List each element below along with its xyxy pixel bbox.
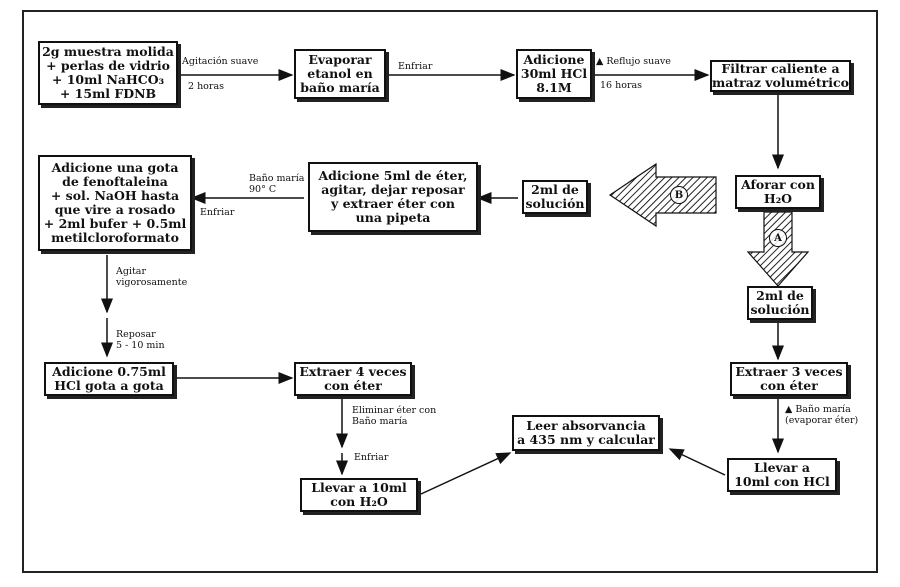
label-reposar: Reposar 5 - 10 min xyxy=(116,329,165,351)
box-extraer-4: Extraer 4 veces con éter xyxy=(294,362,412,396)
box-fenoftaleina: Adicione una gota de fenoftaleina + sol.… xyxy=(38,155,192,251)
label-reflujo: ▲ Reflujo suave xyxy=(596,56,671,67)
label-bano-90: Baño maría 90° C xyxy=(249,173,305,195)
label-enfriar-low: Enfriar xyxy=(354,452,389,463)
hatched-arrow-b xyxy=(608,162,717,228)
box-llevar-10ml-h2o: Llevar a 10ml con H₂O xyxy=(300,478,418,512)
box-llevar-10ml-hcl: Llevar a 10ml con HCl xyxy=(727,458,837,492)
box-filtrar: Filtrar caliente a matraz volumétrico xyxy=(710,60,851,92)
hatched-arrow-a xyxy=(746,211,810,287)
marker-a: A xyxy=(769,229,787,247)
label-agitar: Agitar vigorosamente xyxy=(116,266,188,288)
box-2ml-solucion-a: 2ml de solución xyxy=(747,286,813,320)
diagram-frame xyxy=(22,10,878,573)
label-bano-evaporar: ▲ Baño maría (evaporar éter) xyxy=(785,404,859,426)
label-16-horas: 16 horas xyxy=(600,80,643,91)
label-2-horas: 2 horas xyxy=(188,81,224,92)
label-enfriar-top: Enfriar xyxy=(398,61,433,72)
box-evaporar-etanol: Evaporar etanol en baño maría xyxy=(294,49,386,99)
box-adicione-hcl-gota: Adicione 0.75ml HCl gota a gota xyxy=(44,362,174,396)
box-muestra: 2g muestra molida + perlas de vidrio + 1… xyxy=(38,41,178,105)
label-enfriar-mid: Enfriar xyxy=(200,207,235,218)
marker-b: B xyxy=(670,186,688,204)
arrow-b15-b13 xyxy=(668,448,726,476)
box-aforar: Aforar con H₂O xyxy=(735,175,821,209)
box-2ml-solucion-b: 2ml de solución xyxy=(522,180,588,214)
box-adicione-eter: Adicione 5ml de éter, agitar, dejar repo… xyxy=(308,162,478,232)
box-leer-absorvancia: Leer absorvancia a 435 nm y calcular xyxy=(512,415,660,451)
label-eliminar-eter: Eliminar éter con Baño maría xyxy=(352,405,437,427)
box-extraer-3: Extraer 3 veces con éter xyxy=(730,362,848,396)
box-adicione-hcl: Adicione 30ml HCl 8.1M xyxy=(516,49,592,99)
label-agitacion: Agitación suave xyxy=(182,56,259,67)
arrow-b14-b13 xyxy=(420,452,512,495)
